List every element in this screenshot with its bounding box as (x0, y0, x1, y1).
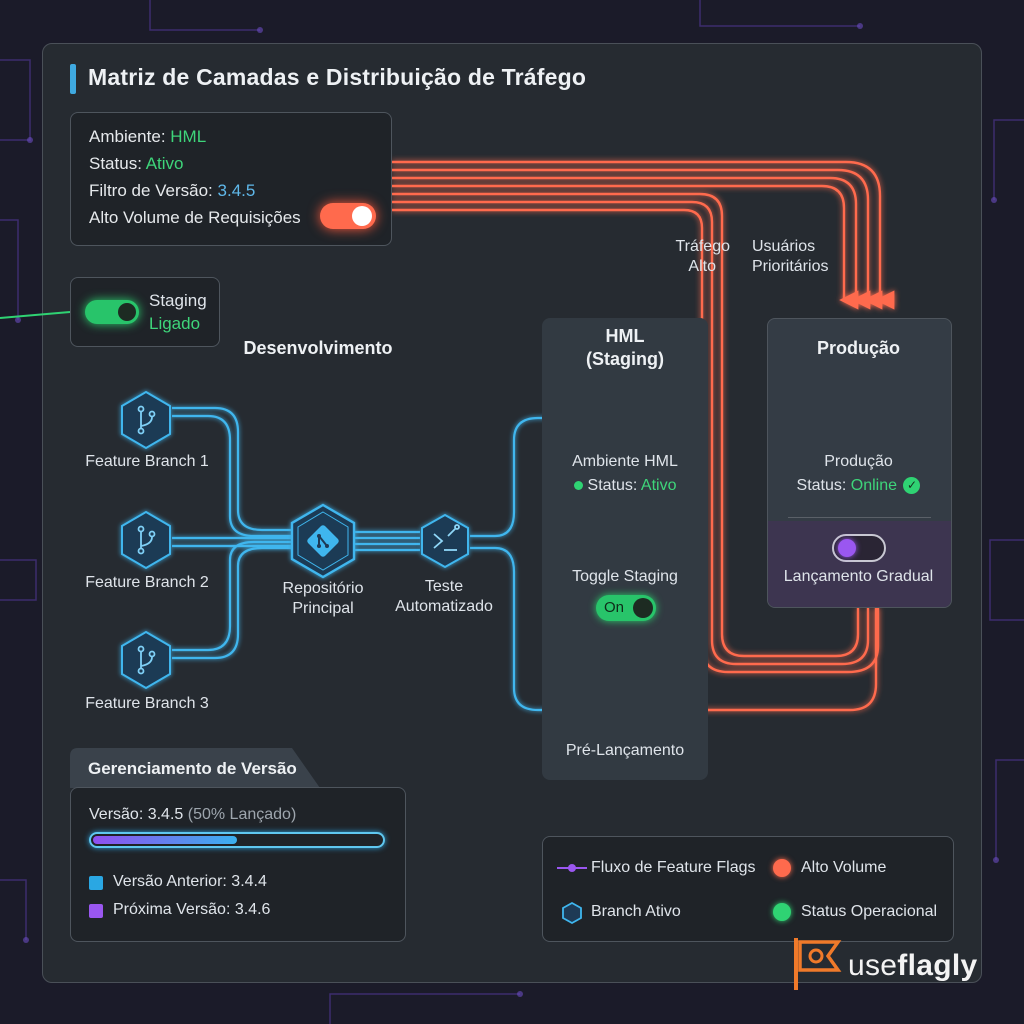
alto-volume-toggle[interactable] (320, 203, 376, 229)
repo-label-line2: Principal (292, 600, 354, 617)
logo-part-1: use (848, 949, 898, 982)
lancamento-gradual-label: Lançamento Gradual (783, 568, 934, 585)
proxima-swatch (89, 904, 103, 918)
producao-heading: Produção (816, 338, 900, 358)
version-header-tab (70, 748, 320, 788)
version-header-title: Gerenciamento de Versão (88, 759, 297, 778)
alto-volume-label: Alto Volume de Requisições (89, 208, 301, 227)
version-line: Versão: 3.4.5 (50% Lançado) (89, 806, 296, 824)
legend-branch-ativo: Branch Ativo (591, 903, 681, 920)
staging-state: Ligado (149, 314, 201, 333)
pre-lancamento-label: Pré-Lançamento (565, 742, 685, 759)
ambiente-hml-label: Ambiente HML (572, 453, 678, 470)
hml-status-label: Status: (587, 477, 638, 494)
hml-heading-line1: HML (605, 326, 645, 346)
version-progress-bar (89, 832, 385, 848)
usuarios-label-line1: Usuários (752, 238, 816, 255)
producao-status-value: Online (850, 477, 898, 494)
producao-status: Status: Online ✓ (767, 477, 950, 495)
branch-hex-icon (562, 901, 582, 925)
producao-divider (788, 517, 931, 518)
desenvolvimento-heading: Desenvolvimento (243, 338, 393, 358)
filtro-value: 3.4.5 (217, 181, 256, 200)
hml-heading-line2: (Staging) (586, 349, 664, 369)
producao-status-label: Status: (796, 477, 847, 494)
version-progress-fill (93, 836, 237, 844)
anterior-swatch (89, 876, 103, 890)
hml-status: Status: Ativo (542, 477, 708, 495)
status-label: Status: (89, 154, 142, 173)
toggle-knob (633, 598, 653, 618)
toggle-staging-label: Toggle Staging (572, 568, 678, 585)
environment-panel: Ambiente: HML Status: Ativo Filtro de Ve… (70, 112, 392, 246)
legend-alto-volume: Alto Volume (801, 859, 887, 876)
version-panel: Versão: 3.4.5 (50% Lançado) Versão Anter… (70, 787, 406, 942)
versao-anterior: Versão Anterior: 3.4.4 (113, 873, 267, 890)
logo-wordmark: useflagly (848, 949, 977, 983)
staging-panel: Staging Ligado (70, 277, 220, 347)
repo-label-line1: Repositório (282, 580, 364, 597)
gradual-toggle[interactable] (832, 534, 886, 562)
version-rollout: (50% Lançado) (187, 806, 297, 823)
proxima-versao: Próxima Versão: 3.4.6 (113, 901, 271, 918)
hml-column (542, 318, 708, 780)
legend-panel: Fluxo de Feature Flags Alto Volume Branc… (542, 836, 954, 942)
feature-branch-1-label[interactable]: Feature Branch 1 (85, 453, 209, 470)
legend-status-operacional: Status Operacional (801, 903, 938, 920)
status-operacional-dot-icon (773, 903, 791, 921)
legend-feature-flags: Fluxo de Feature Flags (591, 859, 756, 876)
version-current: Versão: 3.4.5 (89, 806, 184, 823)
teste-label-line2: Automatizado (395, 598, 493, 615)
toggle-staging-state: On (604, 599, 625, 616)
alto-volume-dot-icon (773, 859, 791, 877)
flag-logo-icon (794, 938, 842, 990)
staging-label: Staging (149, 291, 207, 310)
ambiente-value: HML (170, 127, 207, 146)
trafego-label-line2: Alto (688, 258, 716, 275)
filtro-row: Filtro de Versão: 3.4.5 (89, 181, 255, 201)
trafego-label-line1: Tráfego (675, 238, 730, 255)
toggle-staging-switch[interactable]: On (596, 595, 656, 621)
producao-label: Produção (824, 453, 893, 470)
status-dot-icon (573, 481, 583, 491)
status-value: Ativo (145, 154, 184, 173)
filtro-label: Filtro de Versão: (89, 181, 213, 200)
usuarios-label-line2: Prioritários (752, 258, 829, 275)
page-title: Matriz de Camadas e Distribuição de Tráf… (88, 64, 587, 90)
staging-toggle[interactable] (85, 300, 139, 324)
feature-branch-2-label[interactable]: Feature Branch 2 (85, 574, 209, 591)
status-row: Status: Ativo (89, 154, 184, 174)
ambiente-label: Ambiente: (89, 127, 166, 146)
toggle-knob (838, 539, 856, 557)
teste-label-line1: Teste (424, 578, 464, 595)
ambiente-row: Ambiente: HML (89, 127, 206, 147)
feature-branch-3-label[interactable]: Feature Branch 3 (85, 695, 209, 712)
toggle-knob (118, 303, 136, 321)
feature-flag-line-icon (557, 864, 587, 872)
title-accent (70, 64, 76, 94)
check-badge-icon: ✓ (903, 477, 921, 495)
toggle-knob (352, 206, 372, 226)
logo-part-2: flagly (897, 949, 978, 982)
hml-status-value: Ativo (640, 477, 677, 494)
